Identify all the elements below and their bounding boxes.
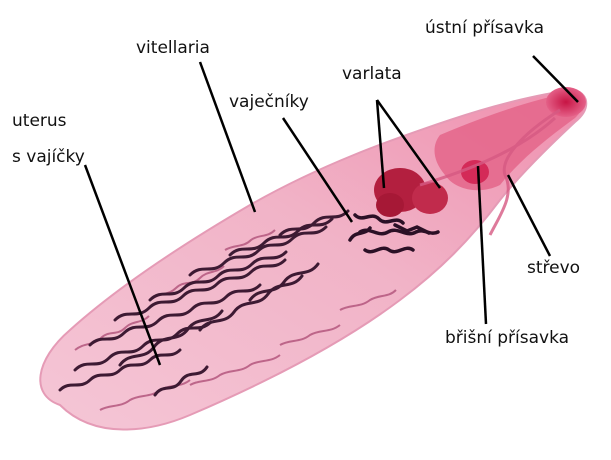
label-brisni-prisavka: břišní přísavka bbox=[445, 328, 569, 348]
label-vitellaria: vitellaria bbox=[136, 38, 210, 58]
label-uterus: uterus s vajíčky bbox=[12, 103, 85, 175]
label-strevo: střevo bbox=[527, 258, 580, 278]
pointer-vitellaria bbox=[200, 62, 255, 212]
ventral-sucker bbox=[461, 160, 489, 184]
label-varlata: varlata bbox=[342, 64, 402, 84]
label-uterus-line2: s vajíčky bbox=[12, 139, 85, 175]
label-ustni-prisavka: ústní přísavka bbox=[425, 18, 544, 38]
label-vajecniky: vaječníky bbox=[229, 92, 309, 112]
label-uterus-line1: uterus bbox=[12, 103, 85, 139]
pointer-strevo bbox=[508, 175, 550, 256]
